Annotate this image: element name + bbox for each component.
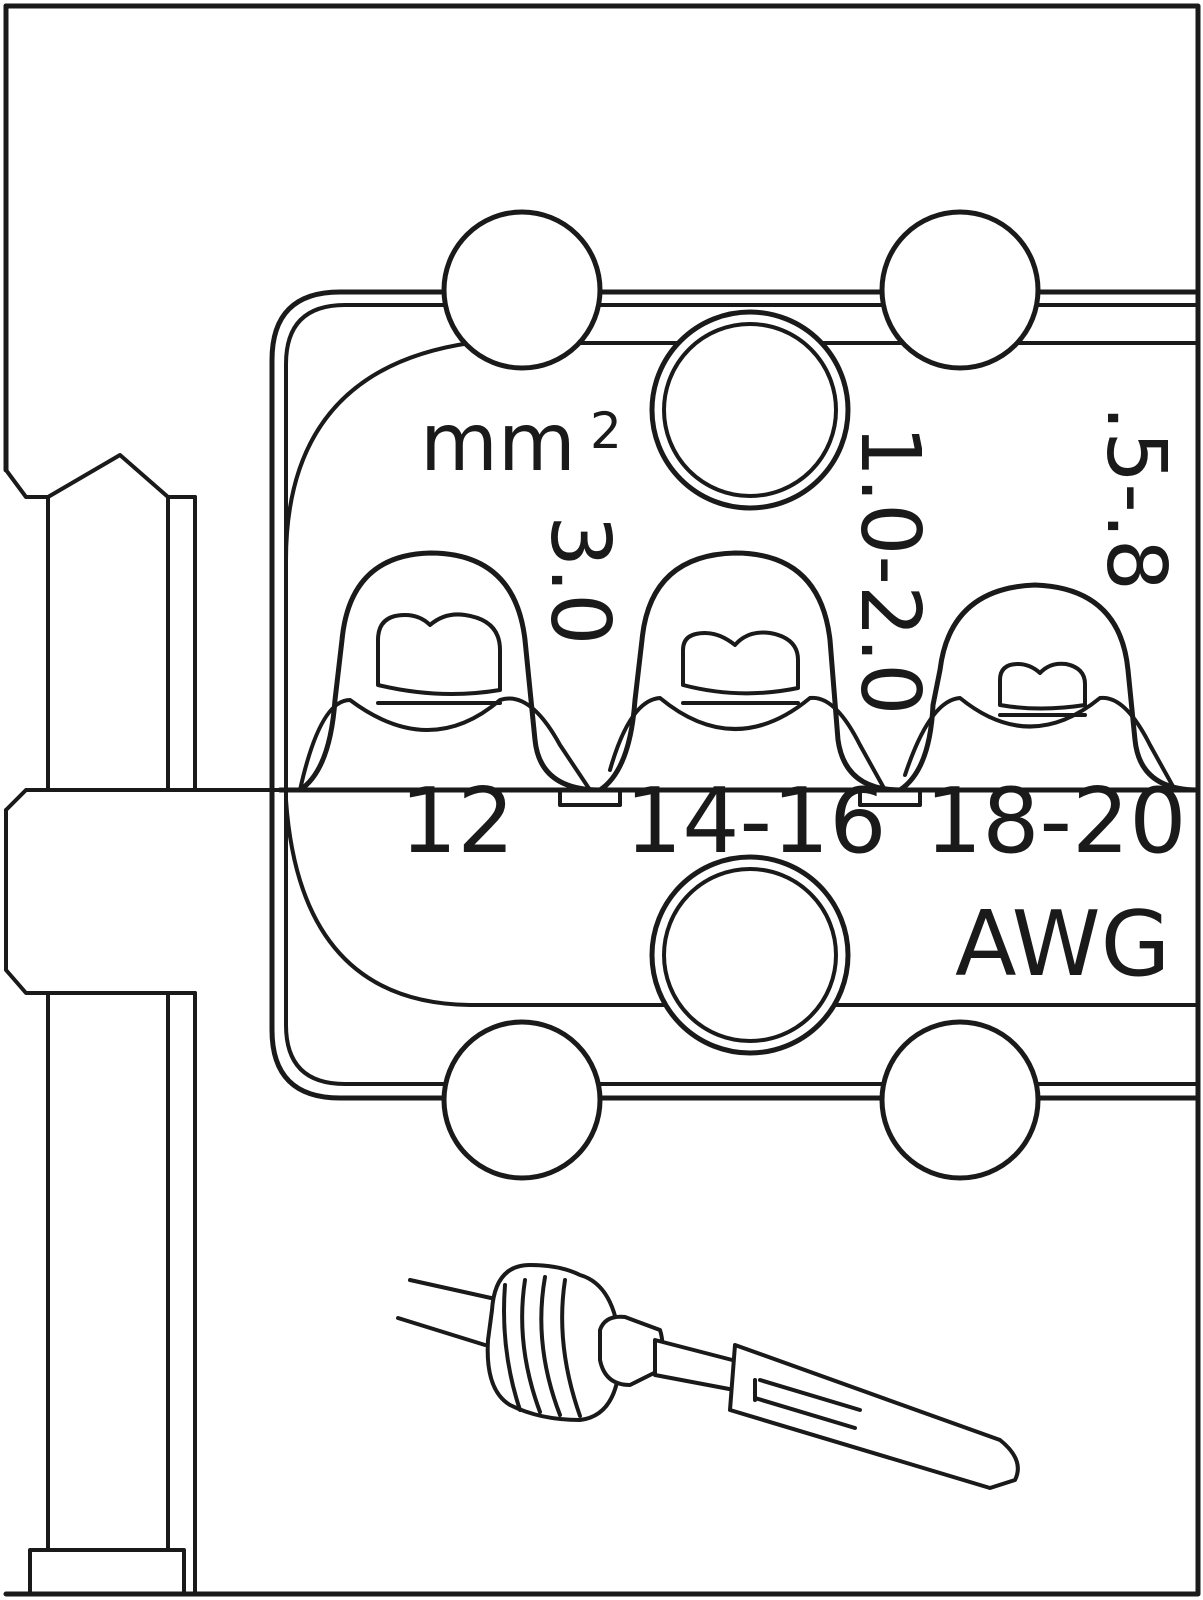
top-pins	[441, 209, 1041, 371]
unit-label-mm2: mm 2	[420, 396, 622, 489]
bottom-pins	[441, 1019, 1041, 1181]
mm2-profile-2-label: 1.0-2.0	[842, 425, 937, 715]
center-pins	[649, 309, 851, 1056]
awg-unit-label: AWG	[955, 892, 1170, 997]
mm2-profile-3-label: .5-.8	[1088, 405, 1183, 591]
mm-unit-text: mm	[420, 396, 576, 489]
awg-profile-2-label: 14-16	[625, 769, 887, 874]
mm-superscript-text: 2	[590, 402, 622, 460]
awg-profile-3-label: 18-20	[925, 769, 1187, 874]
mm2-profile-1-label: 3.0	[532, 515, 627, 645]
die-plate	[269, 289, 1201, 1101]
crimp-profiles	[277, 550, 1201, 807]
tool-shaft	[4, 453, 282, 1596]
frame-outline	[3, 3, 1201, 1597]
awg-profile-1-label: 12	[400, 769, 515, 874]
crimp-contact-icon	[396, 1263, 1020, 1490]
